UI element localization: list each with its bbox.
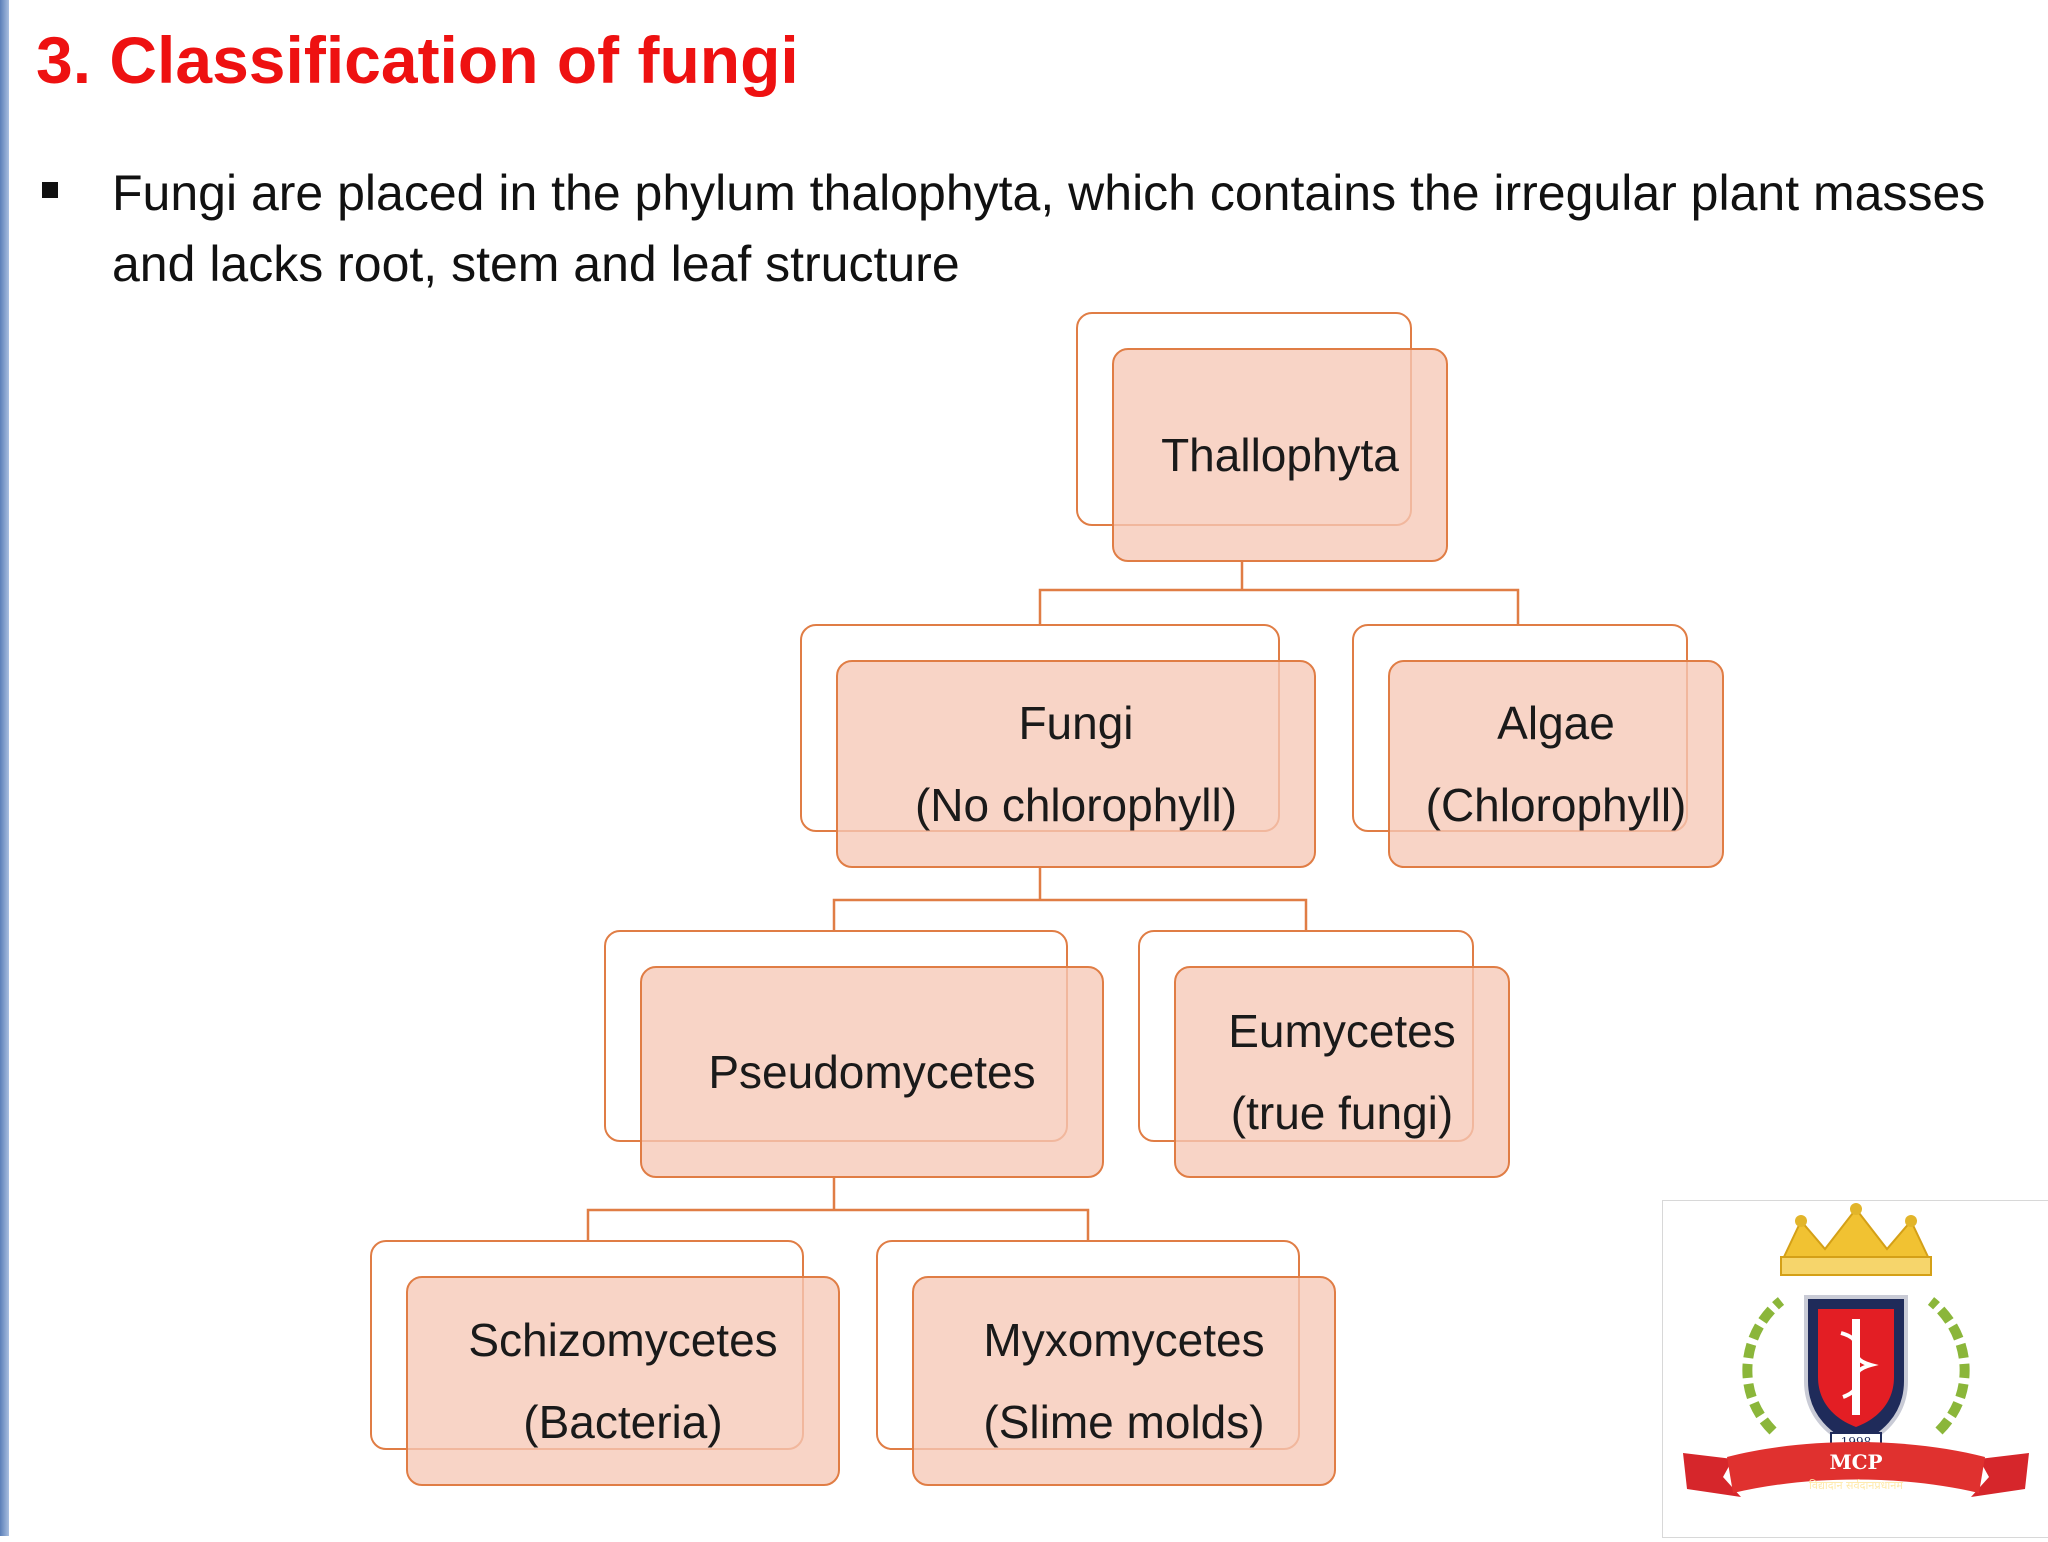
college-logo: 1998 MCP विद्यादान सर्वदानप्रधानम [1662, 1200, 2048, 1538]
slide-title: 3. Classification of fungi [36, 23, 799, 97]
node-fungi: Fungi (No chlorophyll) [800, 624, 1316, 868]
node-algae: Algae (Chlorophyll) [1352, 624, 1724, 868]
node-eumycetes-sublabel: (true fungi) [1230, 1087, 1454, 1139]
node-schizomycetes: Schizomycetes (Bacteria) [370, 1240, 840, 1486]
logo-initials: MCP [1829, 1450, 1882, 1474]
node-eumycetes-label: Eumycetes [1228, 1005, 1456, 1057]
connector-pseudo-branch [586, 1208, 1090, 1242]
node-eumycetes: Eumycetes (true fungi) [1138, 930, 1510, 1178]
node-pseudomycetes: Pseudomycetes [604, 930, 1104, 1178]
college-crest-icon: 1998 MCP विद्यादान सर्वदानप्रधानम [1683, 1203, 2029, 1497]
bullet-text: Fungi are placed in the phylum thalophyt… [112, 165, 1986, 292]
slide-side-bar [0, 0, 9, 1536]
node-schizomycetes-sublabel: (Bacteria) [523, 1396, 723, 1448]
node-algae-sublabel: (Chlorophyll) [1425, 779, 1687, 831]
node-myxomycetes: Myxomycetes (Slime molds) [876, 1240, 1336, 1486]
connector-fungi-branch [832, 898, 1308, 932]
shield-icon: 1998 [1804, 1295, 1908, 1450]
node-thallophyta-label: Thallophyta [1161, 429, 1399, 481]
laurel-icon [1742, 1297, 1970, 1435]
connector-root-fungi [1038, 588, 1520, 626]
logo-motto: विद्यादान सर्वदानप्रधानम [1809, 1479, 1903, 1492]
node-myxomycetes-label: Myxomycetes [983, 1314, 1265, 1366]
node-myxomycetes-sublabel: (Slime molds) [983, 1396, 1265, 1448]
node-algae-label: Algae [1497, 697, 1615, 749]
crown-icon [1780, 1203, 1932, 1276]
node-schizomycetes-label: Schizomycetes [468, 1314, 778, 1366]
node-pseudomycetes-label: Pseudomycetes [708, 1046, 1036, 1098]
node-fungi-label: Fungi [1018, 697, 1134, 749]
bullet-marker [42, 182, 58, 198]
ribbon-icon: MCP विद्यादान सर्वदानप्रधानम [1683, 1442, 2029, 1497]
node-fungi-sublabel: (No chlorophyll) [914, 779, 1238, 831]
node-thallophyta: Thallophyta [1076, 312, 1448, 562]
